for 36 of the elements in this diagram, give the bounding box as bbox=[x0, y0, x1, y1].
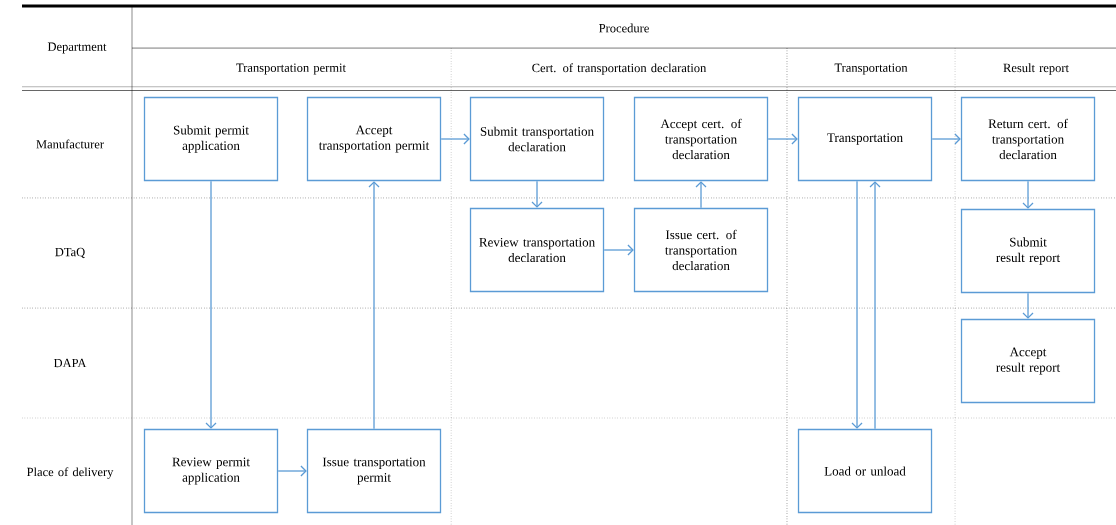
process-box: Return cert. of transportation declaration bbox=[960, 96, 1096, 182]
column-header: Transportation permit bbox=[236, 63, 346, 75]
arrow bbox=[767, 133, 798, 145]
arrow bbox=[931, 133, 961, 145]
arrow bbox=[695, 181, 707, 209]
arrow bbox=[531, 180, 543, 208]
arrow bbox=[1022, 292, 1034, 319]
process-box: Submit result report bbox=[960, 208, 1096, 294]
process-box: Transportation bbox=[797, 96, 933, 182]
arrow bbox=[869, 181, 881, 430]
column-header: Result report bbox=[1003, 63, 1069, 75]
row-header: Place of delivery bbox=[27, 467, 114, 479]
process-box: Issue cert. of transportation declaration bbox=[633, 207, 769, 293]
column-header: Cert. of transportation declaration bbox=[532, 63, 707, 75]
process-box: Submit transportation declaration bbox=[469, 96, 605, 182]
process-box: Accept result report bbox=[960, 318, 1096, 404]
arrow bbox=[205, 180, 217, 429]
process-box: Accept transportation permit bbox=[306, 96, 442, 182]
arrow bbox=[440, 133, 470, 145]
arrow bbox=[603, 244, 634, 256]
row-header: DTaQ bbox=[55, 247, 85, 259]
row-header: DAPA bbox=[53, 358, 87, 368]
process-box: Issue transportation permit bbox=[306, 428, 442, 514]
process-box: Review permit application bbox=[143, 428, 279, 514]
arrow bbox=[277, 465, 307, 477]
process-box: Submit permit application bbox=[143, 96, 279, 182]
column-header: Procedure bbox=[599, 23, 649, 33]
process-box: Load or unload bbox=[797, 428, 933, 514]
arrow bbox=[368, 181, 380, 430]
arrow bbox=[1022, 180, 1034, 209]
process-box: Accept cert. of transportation declaration bbox=[633, 96, 769, 182]
row-header: Manufacturer bbox=[36, 139, 104, 149]
arrow bbox=[851, 180, 863, 429]
process-box: Review transportation declaration bbox=[469, 207, 605, 293]
column-header: Transportation bbox=[834, 63, 908, 75]
column-header: Department bbox=[47, 42, 107, 54]
